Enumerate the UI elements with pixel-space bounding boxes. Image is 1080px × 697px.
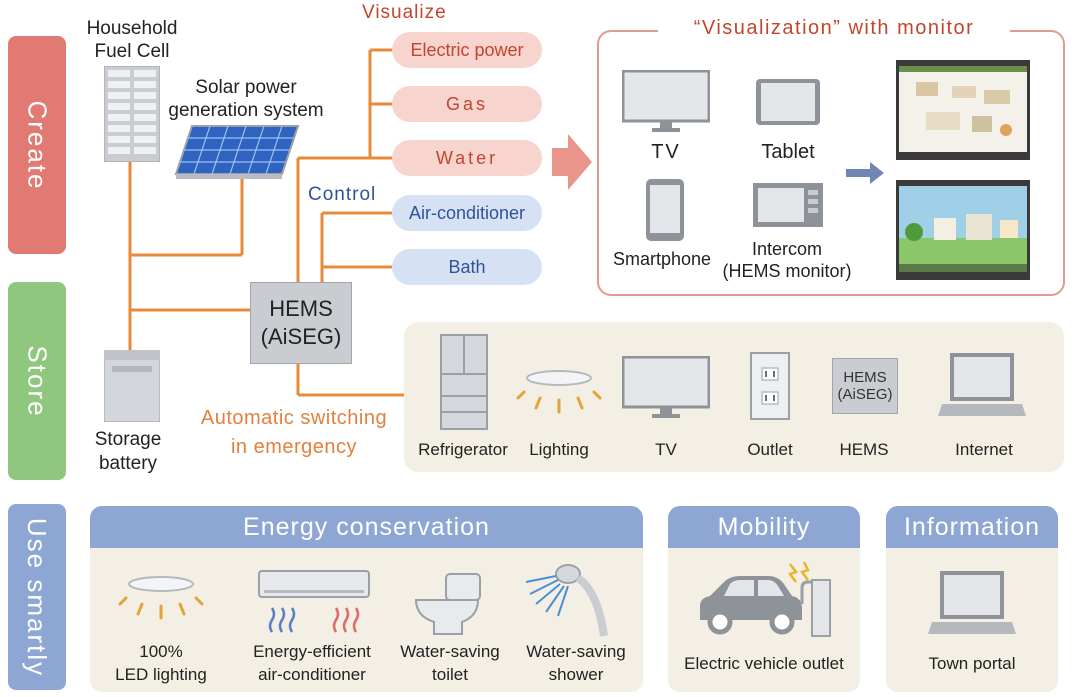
monitor-screenshot-1 <box>896 60 1030 160</box>
solar-label: Solar power generation system <box>168 77 324 121</box>
toilet-icon <box>414 573 481 635</box>
pill-gas: Gas <box>392 86 542 122</box>
emergency-hems-icon: HEMS (AiSEG) <box>832 358 898 414</box>
emergency-hems-icon-text: HEMS (AiSEG) <box>837 369 893 403</box>
fuel-cell-icon <box>104 66 160 162</box>
emergency-item-tv: TV <box>655 440 677 459</box>
shower-icon <box>525 564 608 637</box>
storage-battery-icon <box>104 350 160 422</box>
storage-battery-label: Storage battery <box>94 429 162 474</box>
mobility-item-ev-outlet: Electric vehicle outlet <box>684 654 844 673</box>
pill-air-conditioner: Air-conditioner <box>392 195 542 231</box>
fuel-cell-label: Household Fuel Cell <box>86 18 178 62</box>
refrigerator-icon <box>440 334 488 430</box>
emergency-item-hems: HEMS <box>839 440 889 459</box>
emergency-item-refrigerator: Refrigerator <box>418 440 508 459</box>
electric-vehicle-icon <box>700 561 831 637</box>
device-smartphone-label: Smartphone <box>612 249 712 269</box>
ec-item-led-lighting: 100% LED lighting <box>115 642 207 684</box>
arrow-right-icon <box>552 134 592 190</box>
device-tv-label: TV <box>651 141 681 163</box>
emergency-item-lighting: Lighting <box>529 440 589 459</box>
tv-icon <box>622 70 710 132</box>
ec-item-air-conditioner: Energy-efficient air-conditioner <box>253 642 371 684</box>
monitor-box-title: “Visualization” with monitor <box>658 17 1010 43</box>
smartphone-icon <box>646 179 684 241</box>
emergency-tv-icon <box>622 356 710 418</box>
pill-bath: Bath <box>392 249 542 285</box>
solar-panel-icon <box>174 125 300 179</box>
device-tablet-label: Tablet <box>761 141 815 163</box>
sidebar-tab-create: Create <box>8 36 66 254</box>
small-arrow-right-icon <box>846 162 884 184</box>
ec-item-shower: Water-saving shower <box>526 642 626 684</box>
air-conditioner-icon <box>258 570 370 633</box>
device-intercom-label: Intercom (HEMS monitor) <box>722 239 852 281</box>
visualize-title: Visualize <box>362 2 447 23</box>
emergency-item-outlet: Outlet <box>747 440 793 459</box>
hems-box: HEMS (AiSEG) <box>250 282 352 364</box>
information-header: Information <box>886 506 1058 548</box>
mobility-header: Mobility <box>668 506 860 548</box>
ec-item-toilet: Water-saving toilet <box>400 642 500 684</box>
sidebar-tab-use-smartly: Use smartly <box>8 504 66 690</box>
laptop-icon <box>938 353 1026 416</box>
sidebar-tab-store: Store <box>8 282 66 480</box>
energy-conservation-header: Energy conservation <box>90 506 643 548</box>
control-title: Control <box>308 184 377 205</box>
emergency-item-internet: Internet <box>955 440 1013 459</box>
outlet-icon <box>750 352 790 420</box>
intercom-icon <box>753 183 823 227</box>
town-portal-laptop-icon <box>928 571 1016 634</box>
monitor-screenshot-2 <box>896 180 1030 280</box>
led-lighting-icon <box>118 576 204 620</box>
pill-electric-power: Electric power <box>392 32 542 68</box>
information-item-town-portal: Town portal <box>928 654 1016 673</box>
pill-water: Water <box>392 140 542 176</box>
tablet-icon <box>756 79 820 125</box>
lighting-icon <box>516 370 602 414</box>
hems-label: HEMS (AiSEG) <box>260 296 342 349</box>
emergency-label: Automatic switching in emergency <box>200 407 388 458</box>
